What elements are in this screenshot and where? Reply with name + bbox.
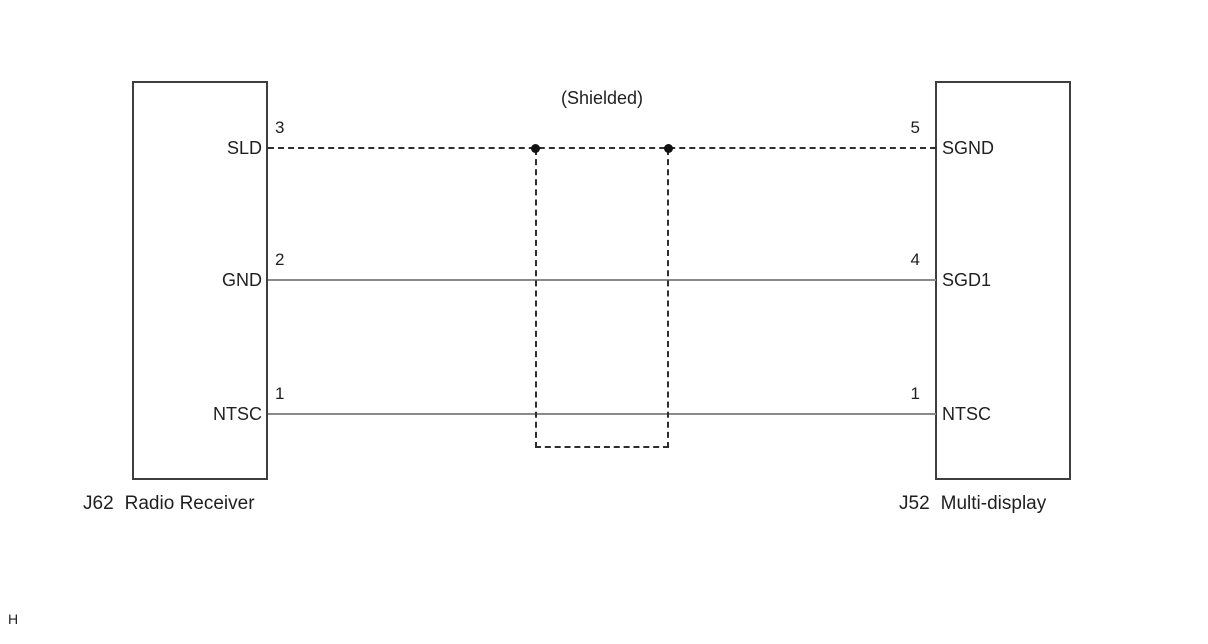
pin-label-sgnd: SGND [942,138,995,158]
corner-page-mark: H [8,611,19,627]
pin-number-right-4: 4 [910,250,920,269]
pin-label-ntsc-right: NTSC [942,404,991,424]
pin-label-sgd1: SGD1 [942,270,992,290]
pin-number-right-1: 1 [910,384,920,403]
connector-box-j62 [132,81,268,480]
pin-number-left-2: 2 [275,250,285,269]
caption-j62-radio-receiver: J62 Radio Receiver [83,493,255,515]
pin-label-ntsc-left: NTSC [213,404,262,424]
pin-label-gnd: GND [222,270,262,290]
pin-number-right-5: 5 [910,118,920,137]
pin-number-left-3: 3 [275,118,285,137]
connector-code: J52 [899,493,930,514]
shield-junction-dot [664,144,673,153]
wire-ntsc-ntsc [268,413,936,415]
wire-shield-sld-sgnd [268,147,936,149]
connector-name: Radio Receiver [124,493,255,514]
pin-number-left-1: 1 [275,384,285,403]
pin-label-sld: SLD [226,138,262,158]
caption-j52-multi-display: J52 Multi-display [899,493,1046,515]
connector-code: J62 [83,493,114,514]
wire-gnd-sgd1 [268,279,936,281]
shielded-label: (Shielded) [560,88,644,108]
shield-junction-dot [531,144,540,153]
connector-name: Multi-display [940,493,1047,514]
shield-outline [535,149,669,448]
connector-box-j52 [935,81,1071,480]
